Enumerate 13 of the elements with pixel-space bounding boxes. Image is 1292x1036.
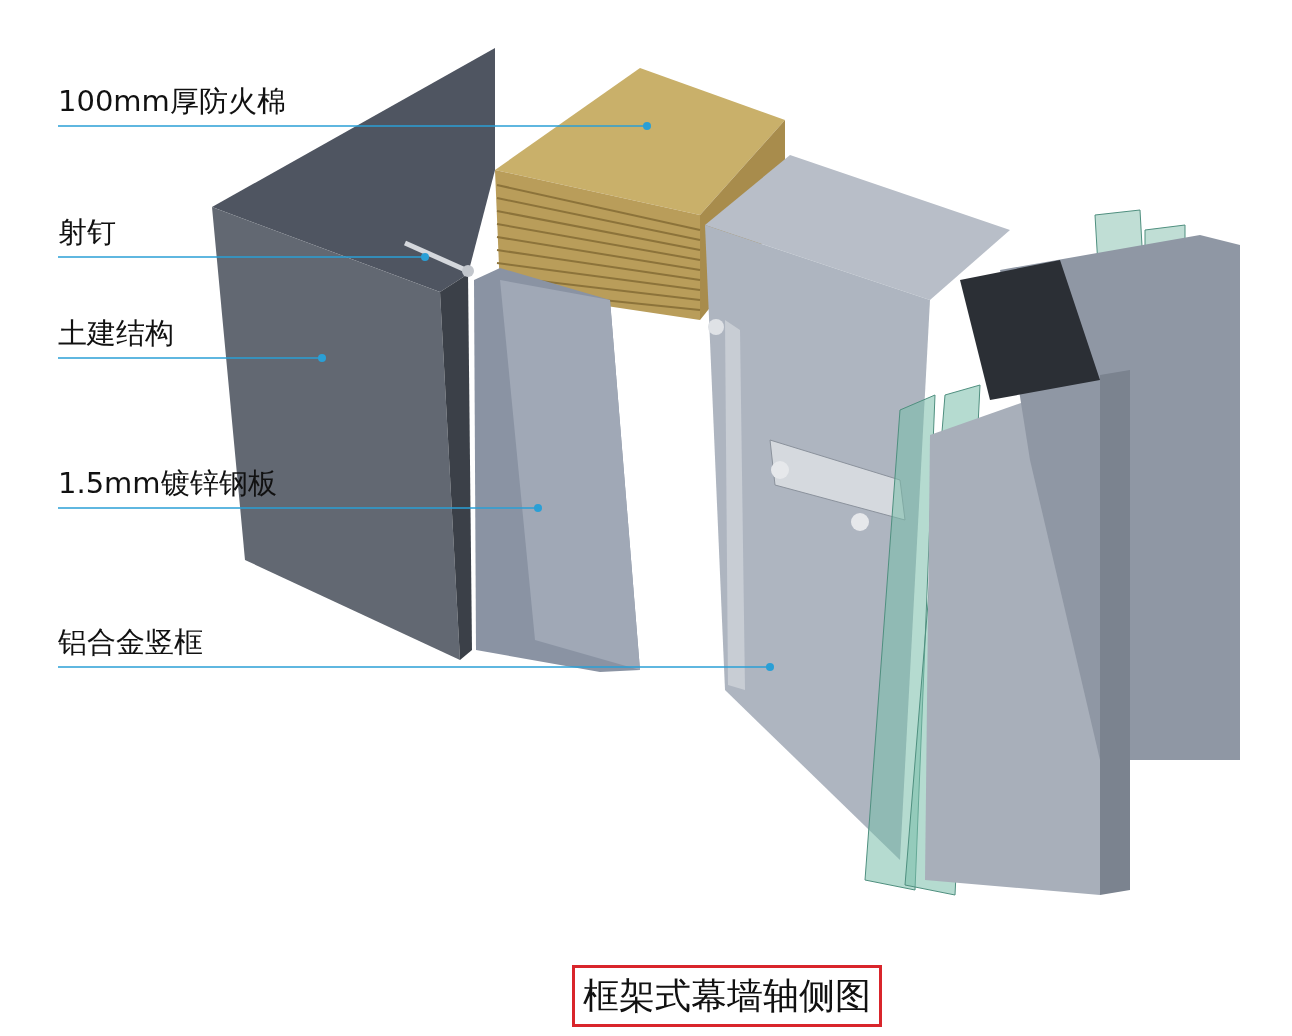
nail-pin	[404, 240, 474, 277]
leader-line	[57, 504, 542, 512]
caption: 框架式幕墙轴侧图	[572, 965, 882, 1027]
part-label: 100mm厚防火棉	[58, 82, 286, 120]
leader-line	[57, 354, 326, 362]
part-label: 铝合金竖框	[58, 623, 203, 661]
part-label: 土建结构	[58, 314, 174, 352]
steel-plate	[474, 268, 640, 672]
leader-line	[57, 122, 651, 130]
leader-line	[57, 663, 774, 671]
aluminum-mullion	[705, 155, 1010, 860]
leader-line	[57, 253, 429, 261]
part-label: 射钉	[58, 213, 116, 251]
